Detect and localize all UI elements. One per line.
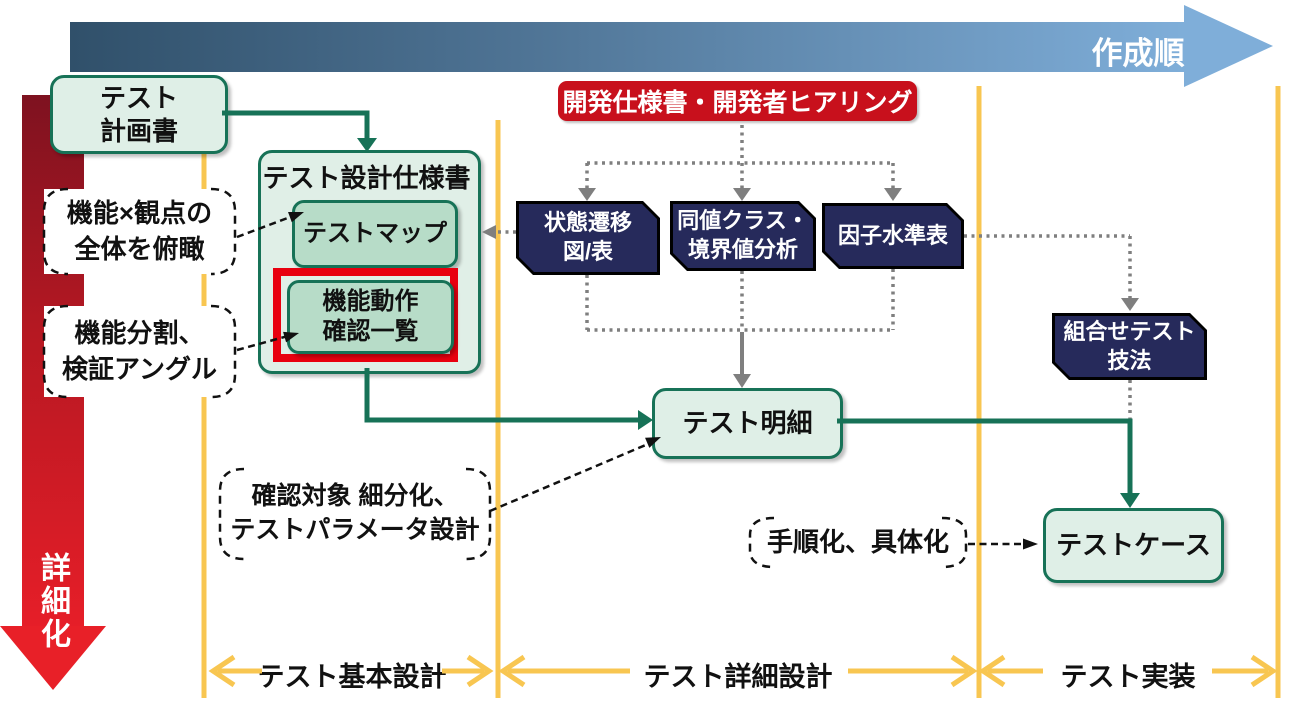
refinement-arrow-head <box>0 626 106 690</box>
node-test-plan: テスト 計画書 <box>50 75 228 154</box>
node-test-detail: テスト明細 <box>652 388 843 459</box>
gray-arrowhead-down-icon <box>1121 298 1139 311</box>
node-test-design-spec-title: テスト設計仕様書 <box>262 163 471 193</box>
node-state-transition-text: 状態遷移 図/表 <box>519 204 657 272</box>
node-combination-technique-text: 組合せテスト 技法 <box>1055 316 1204 377</box>
callout-split-line1: 機能分割、 <box>74 318 205 349</box>
node-function-check-list-line2: 確認一覧 <box>322 318 419 345</box>
node-state-transition: 状態遷移 図/表 <box>516 201 660 275</box>
node-equivalence-boundary-text: 同値クラス・ 境界値分析 <box>673 204 813 268</box>
callout-refine-line1: 確認対象 細分化、 <box>251 482 459 511</box>
node-equivalence-boundary-line1: 同値クラス・ <box>677 208 809 234</box>
callout-concretize: 手順化、具体化 <box>750 518 966 567</box>
callout-refine: 確認対象 細分化、 テストパラメータ設計 <box>220 469 490 559</box>
node-test-map-label: テストマップ <box>303 220 447 247</box>
green-arrowhead-right-icon <box>638 410 653 430</box>
refinement-label: 詳細化 <box>36 552 69 651</box>
node-factor-level: 因子水準表 <box>822 203 964 269</box>
gray-arrowhead-down-icon <box>733 188 751 201</box>
black-arrowhead-icon <box>1023 538 1038 550</box>
callout-overview-line2: 全体を俯瞰 <box>74 233 205 264</box>
node-test-map: テストマップ <box>292 200 458 268</box>
node-dev-spec: 開発仕様書・開発者ヒアリング <box>558 81 917 121</box>
node-state-transition-line2: 図/表 <box>562 239 614 264</box>
node-combination-technique: 組合せテスト 技法 <box>1052 313 1207 380</box>
creation-order-arrow-body <box>70 22 1185 72</box>
node-function-check-list: 機能動作 確認一覧 <box>287 280 454 354</box>
node-factor-level-label: 因子水準表 <box>837 222 948 248</box>
node-combination-technique-line1: 組合せテスト <box>1063 318 1196 344</box>
callout-overview-line1: 機能×観点の <box>66 198 213 229</box>
callout-split: 機能分割、 検証アングル <box>44 306 235 397</box>
node-factor-level-text: 因子水準表 <box>825 206 961 266</box>
node-equivalence-boundary-line2: 境界値分析 <box>687 237 798 262</box>
phase-label-basic: テスト基本設計 <box>257 662 447 692</box>
highlight-frame <box>273 268 458 362</box>
gray-arrowhead-down-icon <box>733 374 751 388</box>
callout-split-line2: 検証アングル <box>62 353 217 384</box>
node-test-plan-line2: 計画書 <box>99 115 178 146</box>
node-state-transition-line1: 状態遷移 <box>543 210 632 236</box>
gray-arrowhead-down-icon <box>884 188 902 201</box>
node-test-detail-label: テスト明細 <box>682 408 813 439</box>
callout-overview: 機能×観点の 全体を俯瞰 <box>44 189 235 274</box>
creation-order-arrow-head <box>1184 5 1273 87</box>
gray-arrowhead-down-icon <box>578 188 596 201</box>
node-test-plan-line1: テスト <box>99 83 178 113</box>
phase-label-detailed: テスト詳細設計 <box>643 662 833 692</box>
callout-refine-line2: テストパラメータ設計 <box>230 516 480 544</box>
callout-concretize-label: 手順化、具体化 <box>766 526 949 557</box>
node-function-check-list-line1: 機能動作 <box>322 288 419 315</box>
node-dev-spec-label: 開発仕様書・開発者ヒアリング <box>562 89 913 117</box>
green-arrowhead-down-icon <box>1120 493 1140 508</box>
node-test-case: テストケース <box>1043 508 1224 583</box>
phase-label-implementation: テスト実装 <box>1060 662 1196 692</box>
node-test-case-label: テストケース <box>1056 530 1211 561</box>
node-combination-technique-line2: 技法 <box>1107 347 1152 373</box>
creation-order-label: 作成順 <box>1091 36 1185 71</box>
node-equivalence-boundary: 同値クラス・ 境界値分析 <box>670 201 816 271</box>
gray-arrowhead-left-icon <box>482 225 496 239</box>
